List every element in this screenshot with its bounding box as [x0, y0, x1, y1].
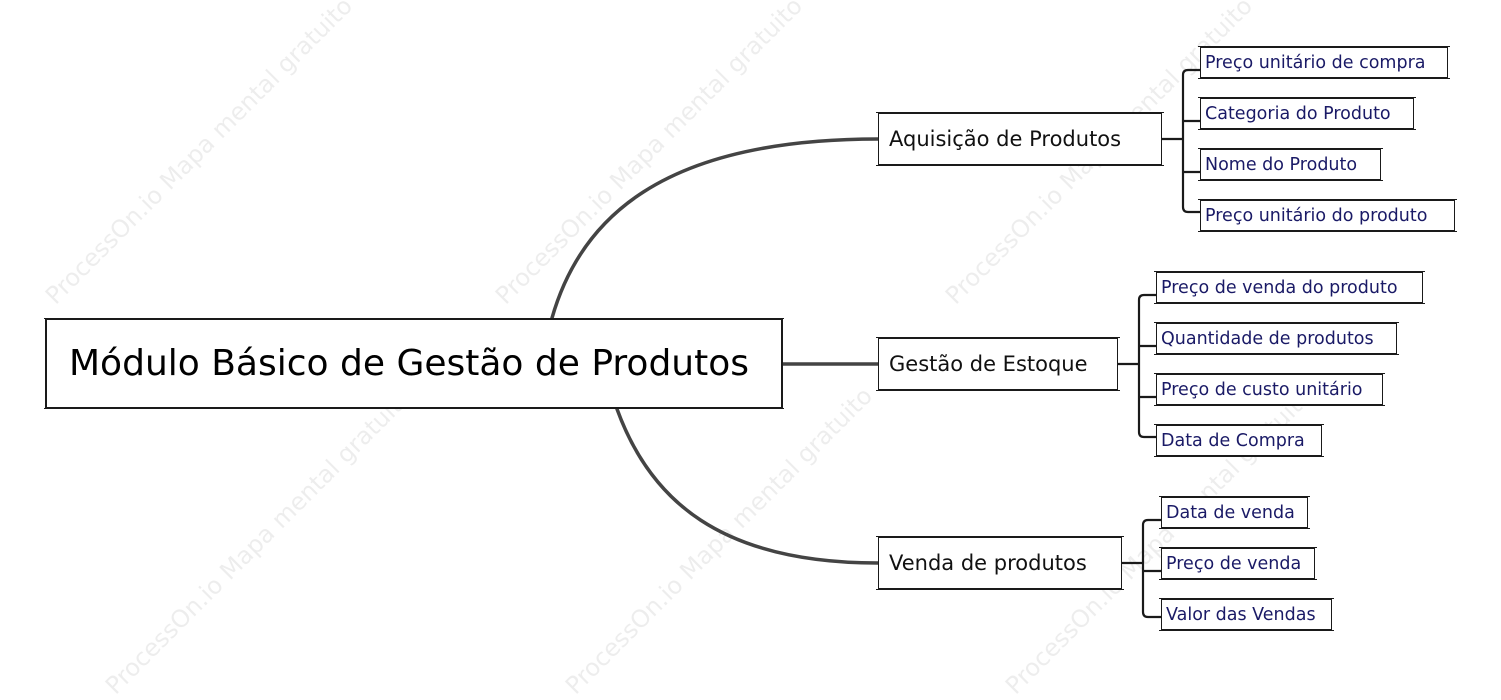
leaf-label: Data de Compra — [1161, 430, 1305, 451]
leaf-label: Preço de venda do produto — [1161, 277, 1398, 298]
leaf-label: Categoria do Produto — [1205, 103, 1391, 124]
bracket-estoque — [1116, 293, 1158, 439]
leaf-topic[interactable]: Data de venda — [1159, 496, 1310, 529]
leaf-topic[interactable]: Preço de venda do produto — [1154, 271, 1425, 304]
leaf-topic[interactable]: Preço de custo unitário — [1154, 373, 1385, 406]
leaf-topic[interactable]: Data de Compra — [1154, 424, 1324, 457]
bracket-aquisicao — [1160, 68, 1202, 214]
connector-root-venda — [615, 407, 880, 565]
leaf-topic[interactable]: Preço de venda — [1159, 547, 1317, 580]
root-topic[interactable]: Módulo Básico de Gestão de Produtos — [44, 318, 784, 409]
leaf-label: Valor das Vendas — [1166, 604, 1316, 625]
leaf-topic[interactable]: Nome do Produto — [1198, 148, 1383, 181]
leaf-label: Nome do Produto — [1205, 154, 1358, 175]
branch-label: Aquisição de Produtos — [889, 127, 1122, 151]
leaf-label: Data de venda — [1166, 502, 1295, 523]
leaf-topic[interactable]: Categoria do Produto — [1198, 97, 1416, 130]
leaf-label: Preço unitário do produto — [1205, 205, 1428, 226]
leaf-topic[interactable]: Quantidade de produtos — [1154, 322, 1399, 355]
leaf-label: Preço de venda — [1166, 553, 1302, 574]
branch-venda[interactable]: Venda de produtos — [876, 536, 1124, 590]
bracket-venda — [1120, 518, 1163, 619]
branch-gestao-estoque[interactable]: Gestão de Estoque — [876, 337, 1120, 391]
leaf-topic[interactable]: Preço unitário do produto — [1198, 199, 1457, 232]
branch-label: Venda de produtos — [889, 551, 1087, 575]
branch-aquisicao[interactable]: Aquisição de Produtos — [876, 112, 1164, 166]
leaf-label: Preço unitário de compra — [1205, 52, 1426, 73]
leaf-topic[interactable]: Valor das Vendas — [1159, 598, 1334, 631]
leaf-topic[interactable]: Preço unitário de compra — [1198, 46, 1450, 79]
connector-root-aquisicao — [550, 137, 880, 320]
leaf-label: Quantidade de produtos — [1161, 328, 1374, 349]
leaf-label: Preço de custo unitário — [1161, 379, 1363, 400]
branch-label: Gestão de Estoque — [889, 352, 1088, 376]
root-topic-label: Módulo Básico de Gestão de Produtos — [69, 343, 750, 384]
